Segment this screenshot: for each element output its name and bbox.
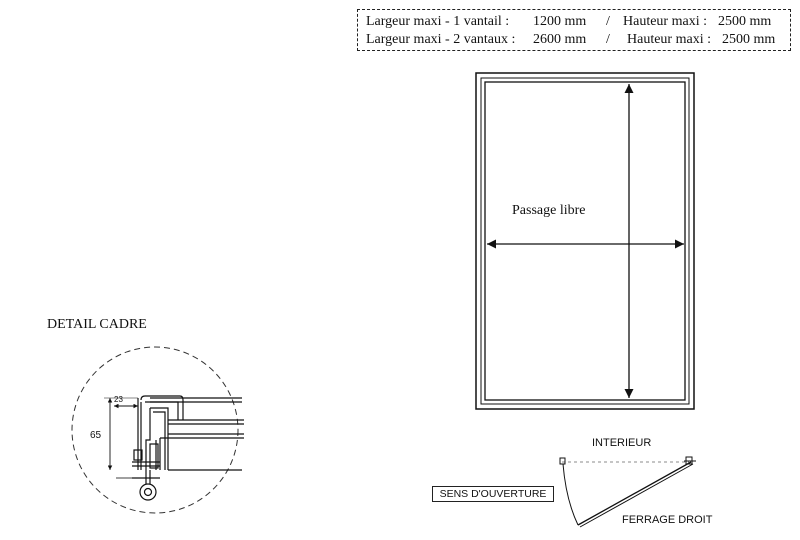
- spec-height-value: 2500 mm: [722, 32, 776, 47]
- frame-inner: [484, 81, 686, 401]
- spec-separator: /: [606, 14, 610, 29]
- detail-title: DETAIL CADRE: [47, 317, 147, 332]
- spec-width-value: 2600 mm: [533, 32, 587, 47]
- spec-row-two-leaves: Largeur maxi - 2 vantaux : 2600 mm / Hau…: [366, 31, 790, 49]
- frame-outer: [475, 72, 695, 410]
- opening-direction-plan: [559, 456, 696, 528]
- spec-row-one-leaf: Largeur maxi - 1 vantail : 1200 mm / Hau…: [366, 13, 790, 31]
- spec-height-label: Hauteur maxi :: [623, 14, 707, 29]
- passage-label: Passage libre: [512, 203, 586, 218]
- spec-height-label: Hauteur maxi :: [627, 32, 711, 47]
- detail-width-dimension: 23: [114, 395, 123, 404]
- detail-height-dimension: 65: [90, 430, 102, 441]
- spec-height-value: 2500 mm: [718, 14, 772, 29]
- spec-width-label: Largeur maxi - 2 vantaux :: [366, 32, 516, 47]
- spec-width-value: 1200 mm: [533, 14, 587, 29]
- frame-mid: [480, 77, 690, 405]
- interior-label: INTERIEUR: [592, 437, 652, 449]
- spec-separator: /: [606, 32, 610, 47]
- spec-width-label: Largeur maxi - 1 vantail :: [366, 14, 510, 29]
- hinge-side-label: FERRAGE DROIT: [622, 514, 713, 526]
- door-frame-elevation: [475, 72, 695, 410]
- frame-detail-circle: [71, 346, 244, 514]
- spec-box: Largeur maxi - 1 vantail : 1200 mm / Hau…: [357, 9, 791, 51]
- opening-direction-label: SENS D'OUVERTURE: [432, 486, 554, 502]
